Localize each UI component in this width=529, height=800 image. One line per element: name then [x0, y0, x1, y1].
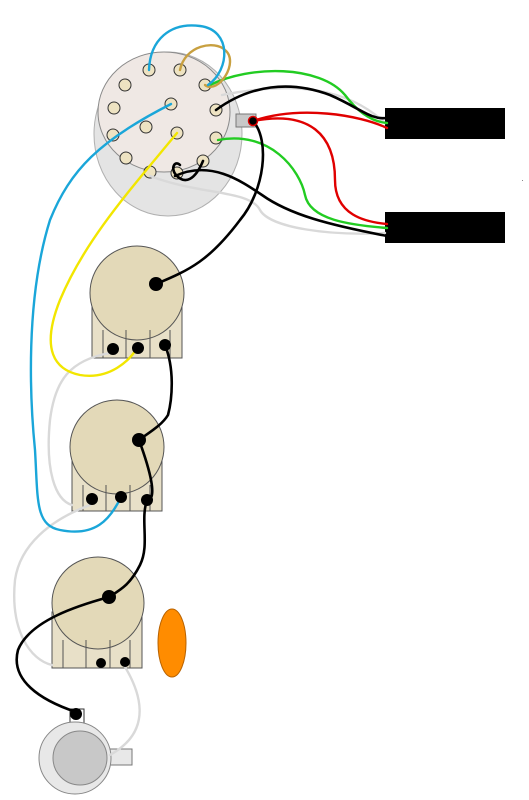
solder-joint — [120, 657, 130, 667]
bridge-pickup[interactable] — [385, 212, 505, 243]
solder-joint — [132, 433, 146, 447]
black-wire[interactable] — [107, 438, 154, 599]
white-wire[interactable] — [108, 660, 141, 757]
wires — [13, 24, 389, 757]
white-wire[interactable] — [13, 503, 92, 667]
switch-wafer — [97, 51, 231, 173]
solder-joint — [96, 658, 106, 668]
white-wire[interactable] — [148, 174, 387, 235]
tone-capacitor[interactable] — [157, 608, 187, 678]
yellow-wire[interactable] — [49, 131, 179, 377]
solder-joint — [107, 343, 119, 355]
potentiometer-1 — [89, 245, 185, 359]
neck-pickup[interactable] — [385, 108, 505, 139]
green-wire[interactable] — [216, 137, 389, 230]
solder-joint — [247, 115, 259, 127]
solder-joint — [115, 491, 127, 503]
jack-center — [52, 730, 108, 786]
green-wire[interactable] — [208, 69, 389, 125]
switch-lug[interactable] — [139, 120, 153, 134]
corner-mark — [522, 180, 523, 181]
red-wire[interactable] — [251, 117, 389, 226]
black-wire[interactable] — [154, 119, 265, 286]
pot-cap[interactable] — [51, 556, 145, 650]
solder-joint — [141, 494, 153, 506]
black-wire[interactable] — [173, 168, 389, 238]
black-wire[interactable] — [137, 343, 173, 442]
red-wire[interactable] — [251, 111, 389, 130]
solder-joints — [70, 115, 259, 720]
pot-cap[interactable] — [89, 245, 185, 341]
black-wire[interactable] — [15, 595, 111, 714]
switch-lug[interactable] — [209, 131, 223, 145]
white-wire[interactable] — [47, 351, 112, 507]
output-jack — [38, 708, 133, 795]
switch-lug[interactable] — [118, 78, 132, 92]
solder-joint — [102, 590, 116, 604]
black-wire[interactable] — [172, 159, 205, 182]
solder-joint — [70, 708, 82, 720]
blue-wire[interactable] — [29, 102, 173, 533]
solder-joint — [86, 493, 98, 505]
black-wire[interactable] — [214, 85, 389, 120]
switch-lug[interactable] — [107, 101, 121, 115]
solder-joint — [132, 342, 144, 354]
switch-lug[interactable] — [119, 151, 133, 165]
solder-joint — [149, 277, 163, 291]
blue-wire[interactable] — [147, 24, 226, 87]
solder-joint — [159, 339, 171, 351]
rotary-switch — [93, 51, 257, 217]
